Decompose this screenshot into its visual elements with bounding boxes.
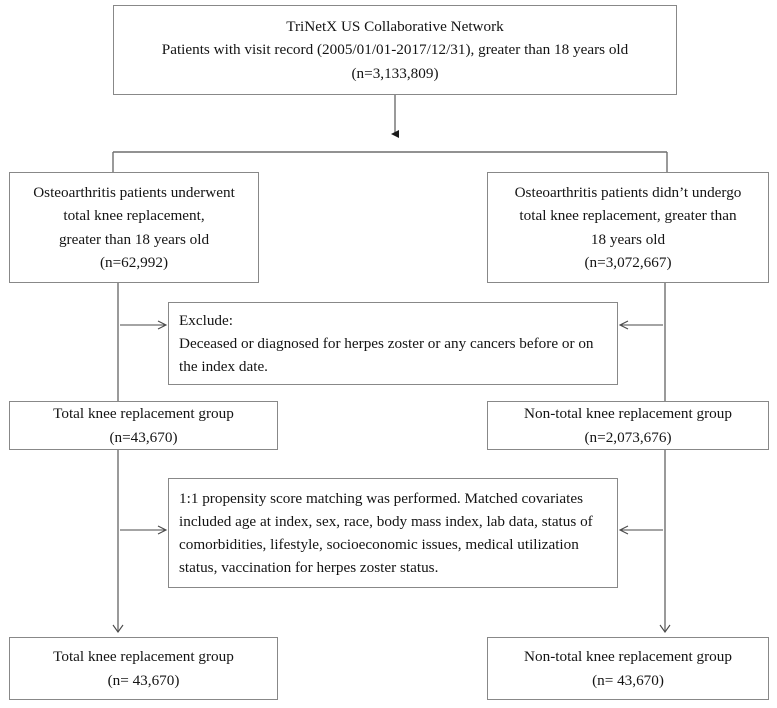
non-tkr-eligible-line-1: Osteoarthritis patients didn’t undergo [514,184,742,202]
node-exclusion-criteria: Exclude: Deceased or diagnosed for herpe… [168,302,618,385]
non-tkr-eligible-line-3: 18 years old [590,230,666,248]
non-tkr-eligible-line-2: total knee replacement, greater than [519,207,737,225]
exclusion-body: Deceased or diagnosed for herpes zoster … [179,334,594,376]
matching-body: 1:1 propensity score matching was perfor… [179,489,593,577]
non-tkr-group-count: (n=2,073,676) [584,428,672,446]
node-source-cohort: TriNetX US Collaborative Network Patient… [113,5,677,95]
tkr-eligible-count: (n=62,992) [99,253,169,271]
source-cohort-count: (n=3,133,809) [351,64,439,82]
tkr-eligible-line-3: greater than 18 years old [58,230,210,248]
non-tkr-matched-title: Non-total knee replacement group [524,648,732,666]
tkr-group-count: (n=43,670) [109,428,178,446]
node-non-total-knee-replacement-group-matched: Non-total knee replacement group (n= 43,… [487,637,769,700]
node-total-knee-replacement-group-matched: Total knee replacement group (n= 43,670) [9,637,278,700]
tkr-group-title: Total knee replacement group [53,405,234,423]
tkr-eligible-line-2: total knee replacement, [63,207,205,225]
node-osteoarthritis-did-not-undergo-tkr: Osteoarthritis patients didn’t undergo t… [487,172,769,283]
connector-split-bar [112,151,668,172]
tkr-matched-title: Total knee replacement group [53,648,234,666]
node-non-total-knee-replacement-group: Non-total knee replacement group (n=2,07… [487,401,769,450]
source-cohort-line-1: TriNetX US Collaborative Network [286,18,504,36]
exclusion-heading: Exclude: [179,311,233,329]
tkr-matched-count: (n= 43,670) [107,671,180,689]
non-tkr-group-title: Non-total knee replacement group [524,405,732,423]
source-cohort-line-2: Patients with visit record (2005/01/01-2… [161,41,629,59]
node-osteoarthritis-underwent-tkr: Osteoarthritis patients underwent total … [9,172,259,283]
non-tkr-matched-count: (n= 43,670) [592,671,664,689]
node-total-knee-replacement-group: Total knee replacement group (n=43,670) [9,401,278,450]
tkr-eligible-line-1: Osteoarthritis patients underwent [33,184,235,202]
non-tkr-eligible-count: (n=3,072,667) [584,253,672,271]
node-propensity-score-matching: 1:1 propensity score matching was perfor… [168,478,618,588]
